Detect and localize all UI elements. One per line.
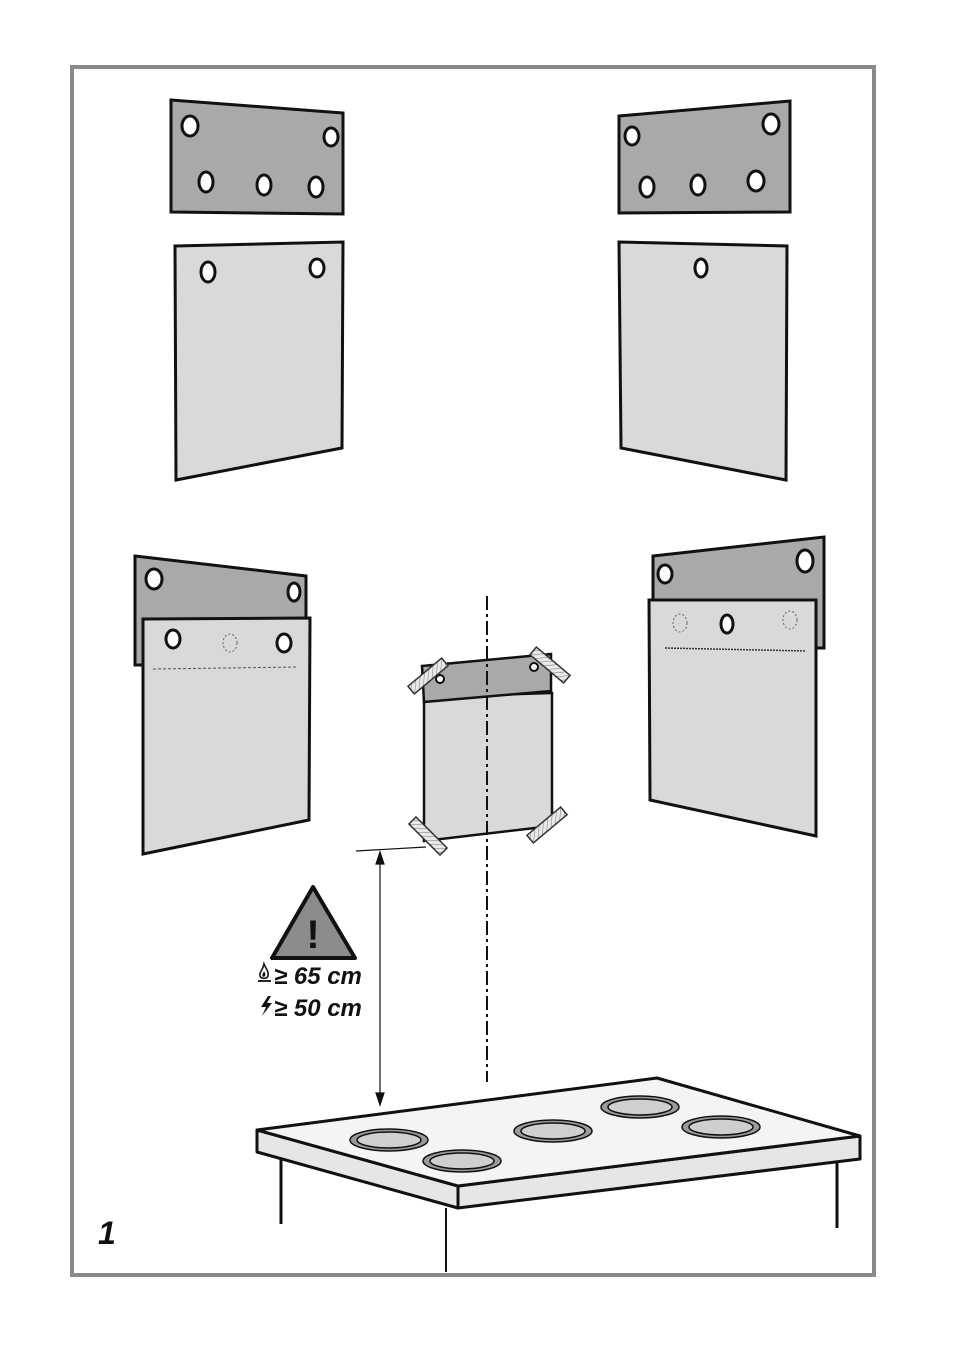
template-center-taped [408, 647, 570, 855]
hole [182, 116, 198, 136]
hole [201, 262, 215, 282]
template-mid-left [135, 556, 310, 854]
gas-flame-icon [258, 964, 271, 981]
hole [309, 177, 323, 197]
template-top-right [619, 101, 790, 480]
hole [166, 630, 180, 648]
hole [721, 615, 733, 633]
hole [695, 259, 707, 277]
warning-block: ! ≥ 65 cm ≥ 50 cm [258, 887, 362, 1022]
template-mid-right [649, 537, 824, 836]
hole [748, 171, 764, 191]
hole [310, 259, 324, 277]
burner [350, 1129, 428, 1151]
figure-number: 1 [98, 1215, 116, 1251]
hole [530, 663, 538, 671]
hole [257, 175, 271, 195]
hole [277, 634, 291, 652]
electric-distance-text: ≥ 50 cm [274, 995, 362, 1022]
warning-exclamation: ! [306, 913, 319, 957]
hole [625, 127, 639, 145]
burner [601, 1096, 679, 1118]
lightning-icon [261, 996, 272, 1016]
mid-right-sheet [649, 600, 816, 836]
dimension-reference-line [356, 847, 426, 851]
hole [658, 565, 672, 583]
hole [146, 569, 162, 589]
hole [640, 177, 654, 197]
burner [423, 1150, 501, 1172]
hole [797, 550, 813, 572]
height-dimension [356, 847, 426, 1105]
cooktop [257, 1078, 860, 1272]
hole [288, 583, 300, 601]
burner [682, 1116, 760, 1138]
hole [324, 128, 338, 146]
hole [691, 175, 705, 195]
hole [763, 114, 779, 134]
hole [199, 172, 213, 192]
arrow-head-up [376, 852, 384, 864]
burner [514, 1120, 592, 1142]
hole [436, 675, 444, 683]
template-top-left [171, 100, 343, 480]
gas-distance-text: ≥ 65 cm [274, 963, 362, 990]
arrow-head-down [376, 1093, 384, 1105]
